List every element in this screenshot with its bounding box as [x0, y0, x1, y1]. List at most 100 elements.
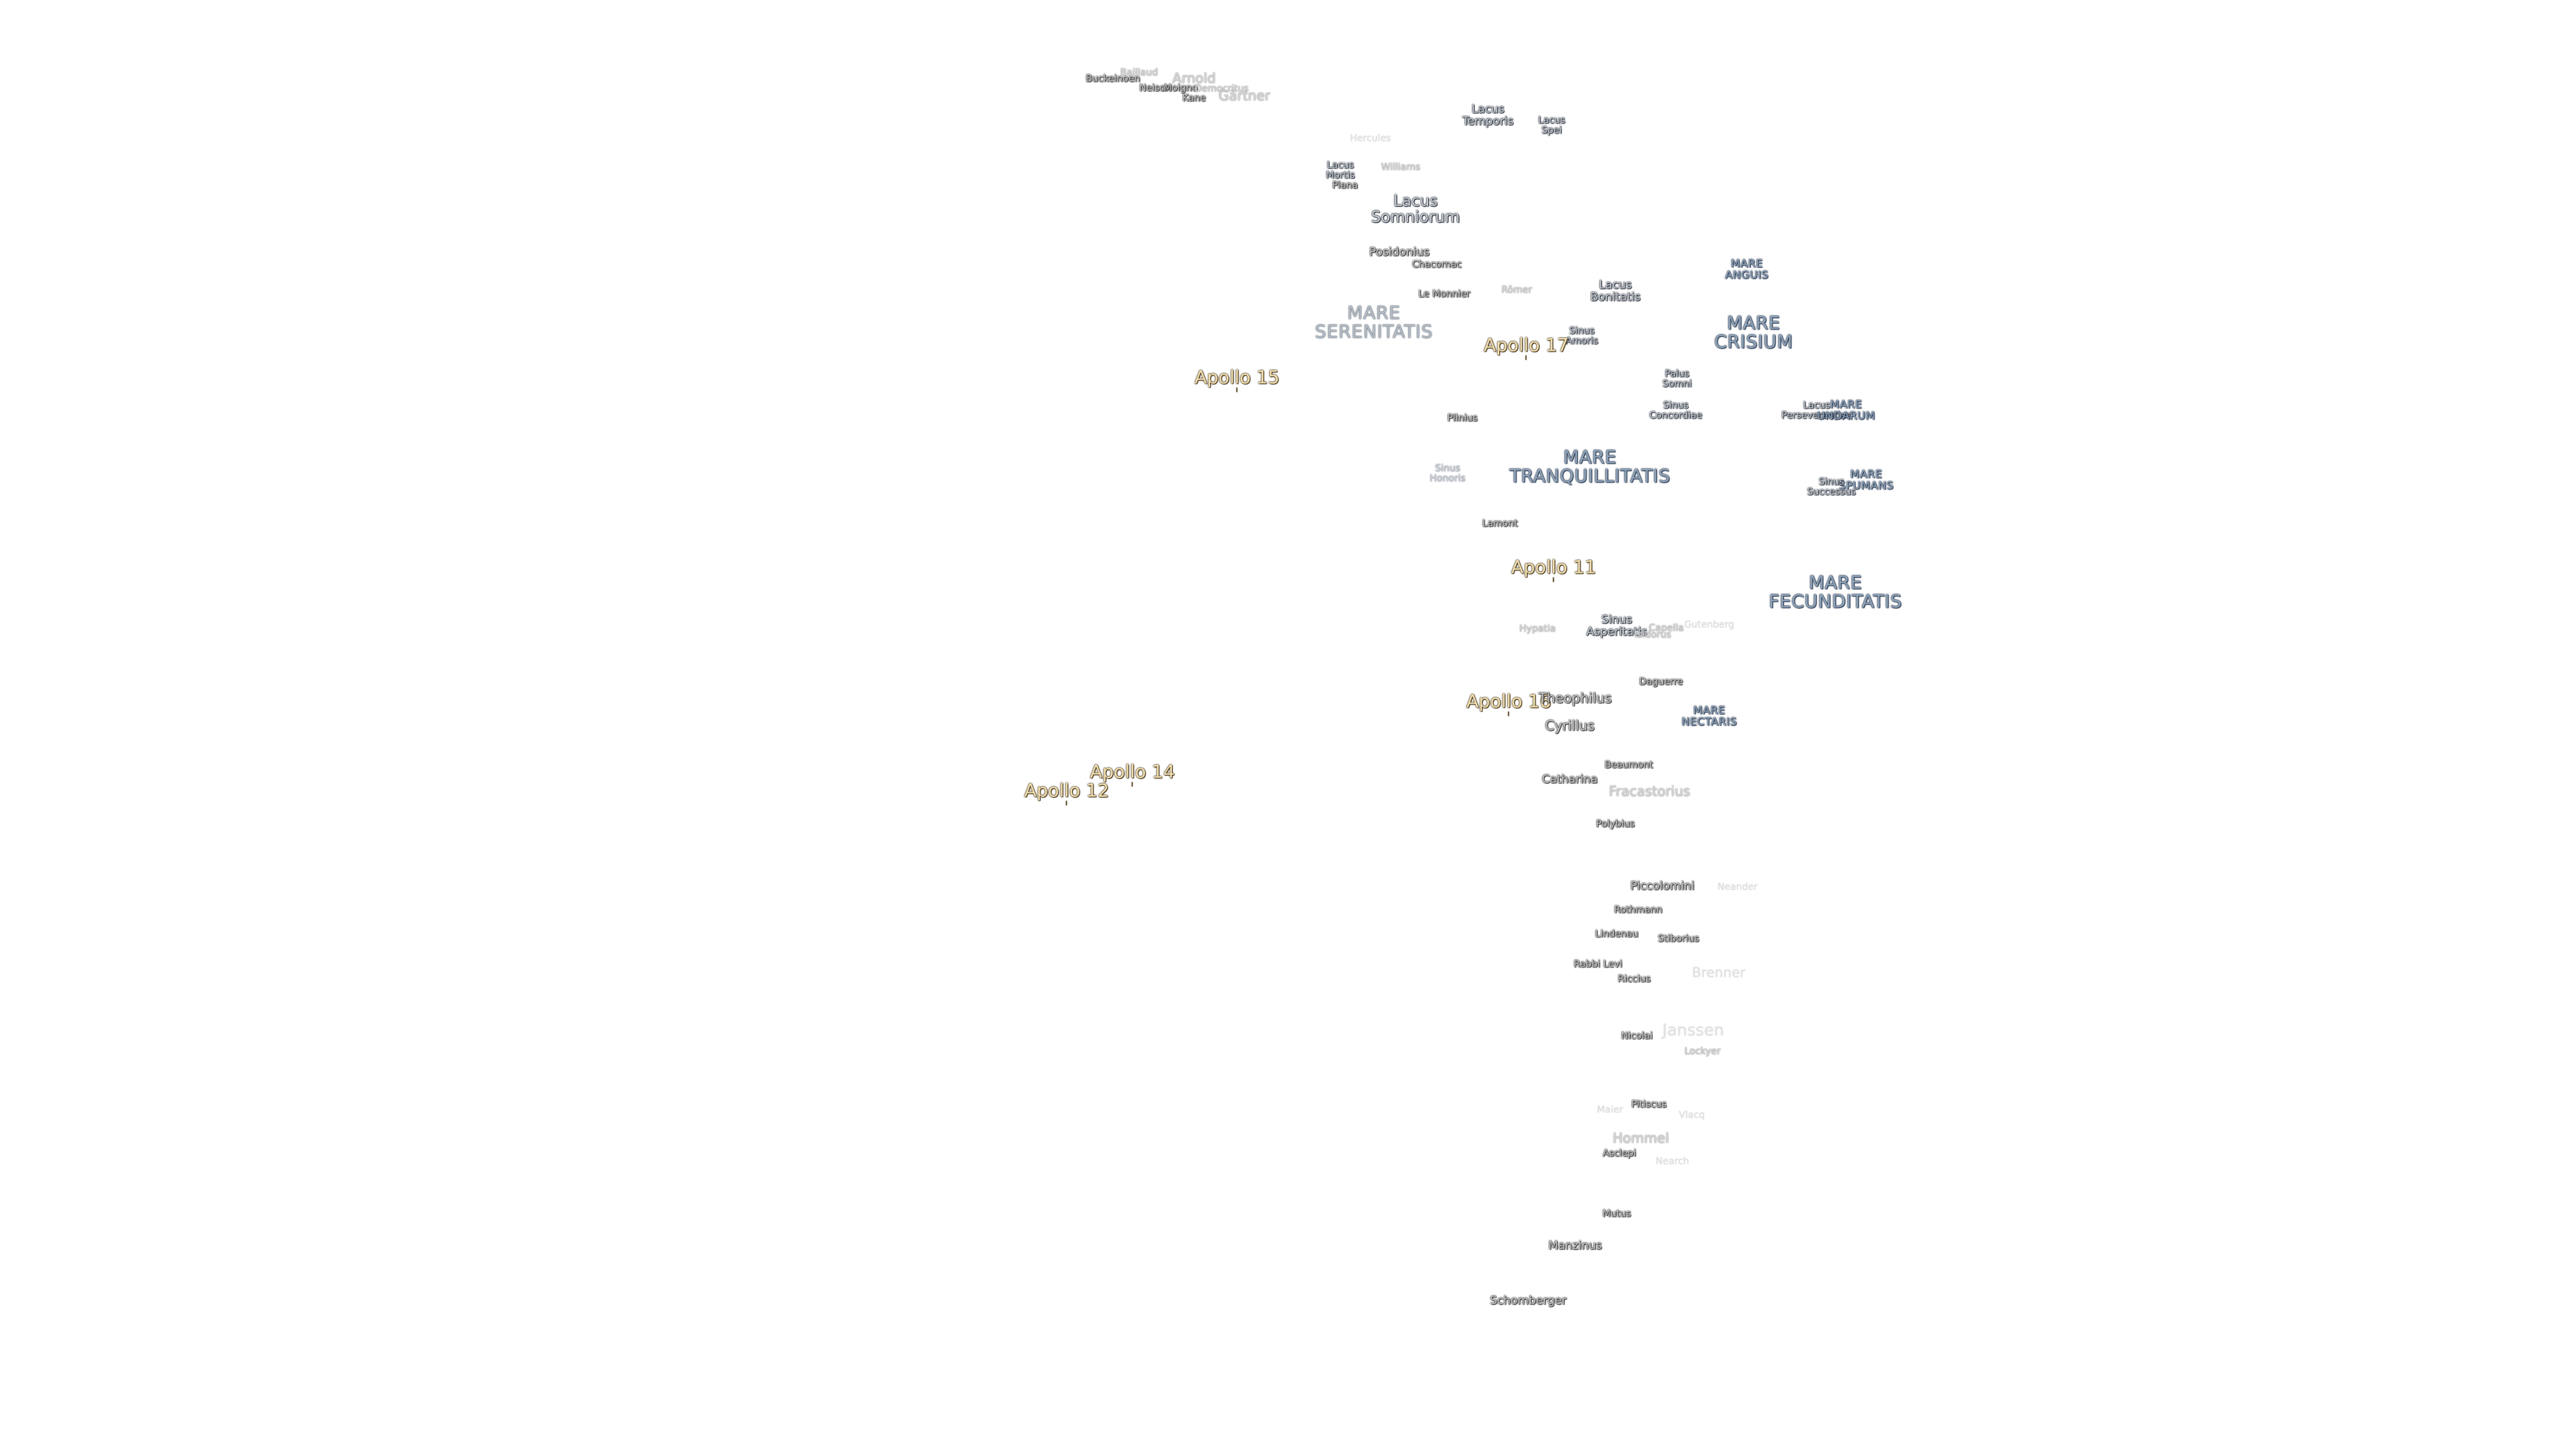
map-label-daguerre: Daguerre — [1639, 676, 1683, 688]
map-label-posidonius: Posidonius — [1369, 246, 1430, 260]
map-label-beaumont: Beaumont — [1604, 759, 1654, 771]
map-label-text: Kane — [1182, 93, 1206, 104]
map-label-text: SERENITATIS — [1314, 322, 1434, 343]
map-label-text: MARE — [1830, 398, 1862, 411]
map-label-text: Temporis — [1462, 115, 1514, 128]
map-label-text: FECUNDITATIS — [1768, 592, 1902, 612]
map-label-plinius: Plinius — [1447, 413, 1477, 424]
map-label-text: Römer — [1501, 284, 1532, 296]
map-label-text: Sinus — [1435, 463, 1460, 474]
map-label-text: Apollo 12 — [1024, 780, 1110, 802]
map-label-vlacq: Vlacq — [1678, 1110, 1705, 1121]
map-label-text: Plana — [1332, 180, 1358, 191]
map-label-text: Buckeinoen — [1085, 73, 1140, 85]
map-label-text: Apollo 17 — [1483, 335, 1569, 356]
map-label-text: Janssen — [1662, 1020, 1724, 1040]
map-label-text: Lacus — [1599, 278, 1632, 292]
map-label-apollo-11: Apollo 11 — [1511, 557, 1597, 582]
map-label-text: Lacus — [1538, 115, 1566, 126]
map-label-text: Mutus — [1602, 1208, 1631, 1220]
map-label-text: Somniorum — [1371, 209, 1460, 226]
landing-site-marker — [1236, 387, 1238, 392]
map-label-text: Vlacq — [1678, 1110, 1705, 1121]
map-label-text: Williams — [1381, 162, 1421, 173]
map-label-text: Gutenberg — [1684, 619, 1735, 631]
landing-site-marker — [1508, 711, 1509, 716]
map-label-text: Honoris — [1430, 473, 1466, 484]
map-label-plana: Plana — [1332, 180, 1358, 191]
map-label-manzinus: Manzinus — [1548, 1240, 1602, 1252]
map-label-schomberger: Schomberger — [1490, 1295, 1566, 1307]
map-label-text: Lacus — [1803, 400, 1831, 411]
map-label-hommel: Hommel — [1612, 1130, 1670, 1146]
map-label-text: MARE — [1563, 447, 1617, 468]
map-label-text: Apollo 16 — [1466, 691, 1552, 712]
map-label-text: Capella — [1648, 623, 1684, 634]
map-label-pitiscus: Pitiscus — [1631, 1099, 1667, 1110]
map-label-mutus: Mutus — [1602, 1208, 1631, 1220]
map-label-rabbi-levi: Rabbi Levi — [1574, 959, 1622, 970]
map-label-catharina: Catharina — [1542, 773, 1598, 787]
map-label-text: Chacornac — [1411, 259, 1462, 270]
map-label-nicolai: Nicolai — [1621, 1031, 1653, 1042]
map-label-lindenau: Lindenau — [1595, 928, 1639, 940]
map-label-polybius: Polybius — [1596, 818, 1635, 830]
map-label-text: Lindenau — [1595, 928, 1639, 940]
map-label-kane: Kane — [1182, 93, 1206, 104]
map-label-apollo-12: Apollo 12 — [1024, 780, 1110, 806]
map-label-brenner: Brenner — [1692, 965, 1746, 980]
map-label-text: Lacus — [1393, 192, 1438, 210]
map-label-baillaud: Baillaud — [1120, 68, 1158, 78]
map-label-cyrillus: Cyrillus — [1545, 717, 1595, 734]
map-label-williams: Williams — [1381, 162, 1421, 173]
map-label-text: Catharina — [1542, 773, 1598, 787]
map-label-text: Daguerre — [1639, 676, 1683, 688]
map-label-gutenberg: Gutenberg — [1684, 619, 1735, 631]
map-label-neander: Neander — [1717, 882, 1758, 893]
map-label-chacornac: Chacornac — [1412, 260, 1462, 270]
map-label-text: Le Monnier — [1418, 288, 1470, 300]
map-label-isidorus: Isidorus — [1635, 630, 1672, 641]
map-label-text: Amoris — [1565, 335, 1599, 346]
map-label-text: Apollo 14 — [1089, 761, 1175, 783]
map-label-text: Beaumont — [1604, 759, 1654, 771]
map-label-text: Asclepi — [1603, 1148, 1636, 1159]
map-label-moigno: Moigno — [1164, 83, 1198, 94]
map-label-text: Polybius — [1596, 818, 1635, 830]
map-label-nearch: Nearch — [1656, 1157, 1689, 1167]
map-label-text: Apollo 11 — [1511, 557, 1597, 578]
map-label-text: Schomberger — [1489, 1294, 1567, 1308]
map-label-text: Perseverantiae — [1781, 410, 1852, 421]
map-label-text: MARE — [1731, 257, 1763, 270]
map-label-text: Democritus — [1194, 83, 1249, 95]
map-label-text: Theophilus — [1538, 690, 1612, 706]
map-label-text: Posidonius — [1369, 246, 1430, 260]
map-label-maier: Maier — [1597, 1105, 1623, 1116]
map-label-text: Successus — [1807, 486, 1856, 497]
map-label-stiborius: Stiborius — [1658, 934, 1699, 945]
landing-site-marker — [1553, 577, 1554, 582]
map-label-text: Lockyer — [1684, 1046, 1721, 1057]
map-label-piccolomini: Piccolomini — [1630, 880, 1695, 893]
map-label-text: MARE — [1727, 313, 1780, 334]
map-label-text: Hommel — [1612, 1130, 1670, 1146]
map-label-text: Lacus — [1471, 103, 1505, 117]
map-label-text: Lamont — [1482, 518, 1518, 529]
map-label-text: Baillaud — [1120, 67, 1159, 78]
map-label-text: UNDARUM — [1817, 409, 1876, 422]
landing-site-marker — [1525, 355, 1527, 360]
map-label-text: Cyrillus — [1545, 717, 1595, 734]
landing-site-marker — [1066, 800, 1067, 806]
